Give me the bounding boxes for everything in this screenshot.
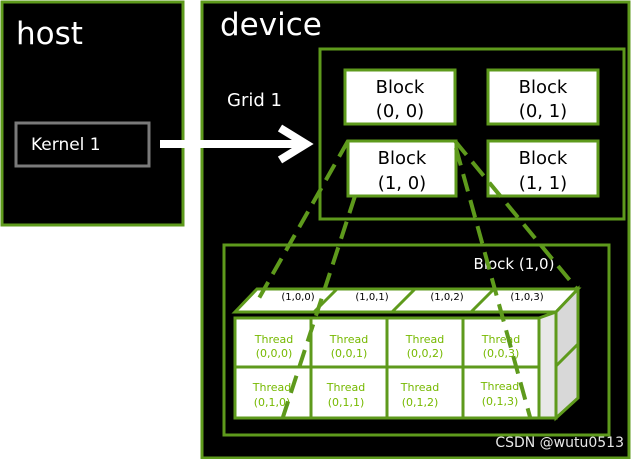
thread-0-1-2-name: Thread bbox=[400, 381, 439, 394]
block-0-1: Block (0, 1) bbox=[486, 68, 600, 126]
block-detail-title: Block (1,0) bbox=[474, 255, 555, 273]
watermark: CSDN @wutu0513 bbox=[495, 435, 624, 451]
block-0-1-index: (0, 1) bbox=[519, 101, 567, 122]
block-1-0: Block (1, 0) bbox=[346, 139, 458, 198]
back-label-3: (1,0,3) bbox=[510, 292, 543, 303]
grid-label: Grid 1 bbox=[227, 90, 282, 111]
thread-0-0-0-index: (0,0,0) bbox=[256, 347, 293, 360]
thread-0-1-3-name: Thread bbox=[480, 380, 519, 393]
block-1-0-index: (1, 0) bbox=[378, 173, 426, 194]
block-1-1-index: (1, 1) bbox=[519, 173, 567, 194]
back-label-2: (1,0,2) bbox=[430, 292, 463, 303]
device-title: device bbox=[220, 7, 322, 43]
launch-arrow-icon bbox=[160, 124, 314, 164]
kernel-box bbox=[14, 121, 151, 168]
back-label-1: (1,0,1) bbox=[355, 292, 388, 303]
thread-0-0-0-name: Thread bbox=[254, 333, 293, 346]
thread-0-1-1-index: (0,1,1) bbox=[328, 396, 365, 409]
kernel-label: Kernel 1 bbox=[31, 135, 101, 155]
zoom-dashed-lines bbox=[256, 139, 579, 418]
block-0-1-name: Block bbox=[519, 77, 568, 98]
block-1-0-name: Block bbox=[378, 148, 427, 169]
thread-0-1-1-name: Thread bbox=[326, 381, 365, 394]
thread-0-0-2-index: (0,0,2) bbox=[407, 347, 444, 360]
block-0-0: Block (0, 0) bbox=[343, 68, 457, 126]
back-label-0: (1,0,0) bbox=[281, 292, 314, 303]
thread-0-0-3-index: (0,0,3) bbox=[483, 347, 520, 360]
thread-0-1-2-index: (0,1,2) bbox=[402, 396, 439, 409]
thread-0-0-1-name: Thread bbox=[329, 333, 368, 346]
block-0-0-index: (0, 0) bbox=[376, 101, 424, 122]
thread-0-0-3-name: Thread bbox=[481, 333, 520, 346]
thread-0-0-2-name: Thread bbox=[405, 333, 444, 346]
host-panel bbox=[0, 0, 185, 227]
thread-cube bbox=[231, 285, 582, 422]
block-1-1-name: Block bbox=[519, 148, 568, 169]
thread-0-1-3-index: (0,1,3) bbox=[482, 395, 519, 408]
thread-0-0-1-index: (0,0,1) bbox=[331, 347, 368, 360]
thread-0-1-0-index: (0,1,0) bbox=[254, 396, 291, 409]
block-1-1: Block (1, 1) bbox=[486, 139, 600, 198]
block-0-0-name: Block bbox=[376, 77, 425, 98]
host-title: host bbox=[16, 16, 83, 52]
thread-0-1-0-name: Thread bbox=[252, 381, 291, 394]
